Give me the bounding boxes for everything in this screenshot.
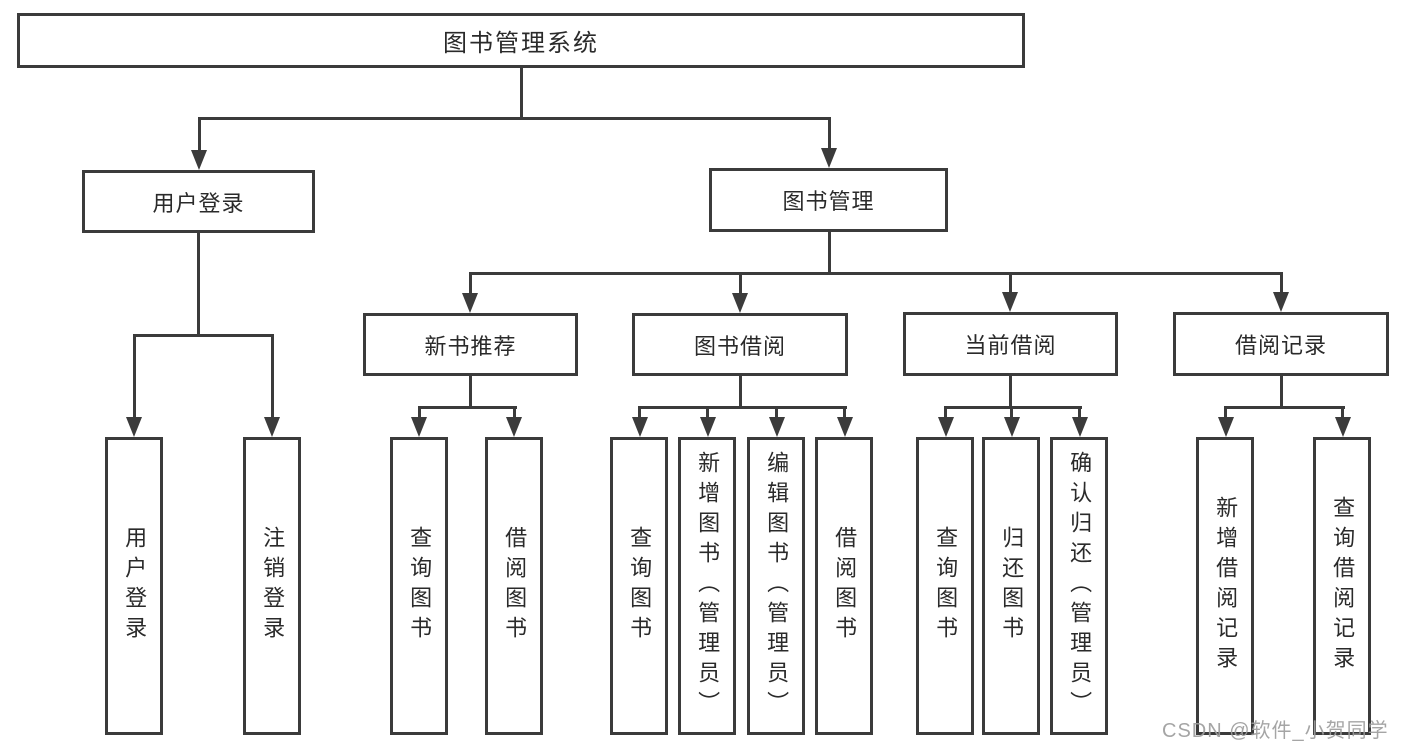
arrow-down-icon xyxy=(191,150,207,170)
line-segment xyxy=(828,117,831,150)
node-label: 图书管理 xyxy=(782,189,875,214)
leaf-user-login: 用户登录 xyxy=(105,437,163,735)
arrow-down-icon xyxy=(1002,292,1018,312)
node-label: 查询图书 xyxy=(627,526,653,646)
node-label: 新增图书（管理员） xyxy=(695,451,721,721)
line-segment xyxy=(469,272,1283,275)
node-user-login: 用户登录 xyxy=(82,170,315,233)
leaf-borrow-books-recommend: 借阅图书 xyxy=(485,437,543,735)
line-segment xyxy=(739,376,742,409)
line-segment xyxy=(706,406,709,419)
node-label: 注销登录 xyxy=(260,526,286,646)
line-segment xyxy=(198,117,831,120)
arrow-down-icon xyxy=(411,417,427,437)
node-label: 图书借阅 xyxy=(693,333,786,359)
line-segment xyxy=(1341,406,1344,419)
line-segment xyxy=(469,376,472,409)
line-segment xyxy=(271,334,274,419)
node-label: 新书推荐 xyxy=(424,333,517,359)
line-segment xyxy=(638,406,641,419)
line-segment xyxy=(1009,376,1012,409)
node-label: 确认归还（管理员） xyxy=(1067,451,1093,721)
node-book-management: 图书管理 xyxy=(709,168,948,232)
line-segment xyxy=(1224,406,1345,409)
node-label: 图书管理系统 xyxy=(443,30,599,57)
node-label: 新增借阅记录 xyxy=(1213,496,1239,676)
arrow-down-icon xyxy=(700,417,716,437)
leaf-query-books-current: 查询图书 xyxy=(916,437,974,735)
arrow-down-icon xyxy=(837,417,853,437)
line-segment xyxy=(197,233,200,337)
leaf-confirm-return-admin: 确认归还（管理员） xyxy=(1050,437,1108,735)
arrow-down-icon xyxy=(1335,417,1351,437)
node-label: 查询图书 xyxy=(407,526,433,646)
line-segment xyxy=(739,272,742,294)
node-book-borrowing: 图书借阅 xyxy=(632,313,848,376)
leaf-add-book-admin: 新增图书（管理员） xyxy=(678,437,736,735)
arrow-down-icon xyxy=(1273,292,1289,312)
node-label: 借阅图书 xyxy=(832,526,858,646)
line-segment xyxy=(1224,406,1227,419)
node-label: 用户登录 xyxy=(152,190,245,216)
line-segment xyxy=(418,406,421,419)
leaf-query-books-borrowing: 查询图书 xyxy=(610,437,668,735)
line-segment xyxy=(638,406,847,409)
leaf-query-borrow-record: 查询借阅记录 xyxy=(1313,437,1371,735)
line-segment xyxy=(843,406,846,419)
arrow-down-icon xyxy=(264,417,280,437)
leaf-edit-book-admin: 编辑图书（管理员） xyxy=(747,437,805,735)
node-label: 借阅记录 xyxy=(1234,333,1327,358)
line-segment xyxy=(513,406,516,419)
node-label: 编辑图书（管理员） xyxy=(764,451,790,721)
line-segment xyxy=(775,406,778,419)
line-segment xyxy=(469,272,472,294)
line-segment xyxy=(1078,406,1081,419)
line-segment xyxy=(828,232,831,275)
node-label: 查询借阅记录 xyxy=(1330,496,1356,676)
leaf-borrow-books: 借阅图书 xyxy=(815,437,873,735)
arrow-down-icon xyxy=(732,293,748,313)
line-segment xyxy=(520,68,523,120)
line-segment xyxy=(133,334,136,419)
line-segment xyxy=(1009,272,1012,294)
line-segment xyxy=(1280,272,1283,294)
arrow-down-icon xyxy=(821,148,837,168)
node-new-book-recommend: 新书推荐 xyxy=(363,313,578,376)
node-label: 查询图书 xyxy=(933,526,959,646)
node-label: 用户登录 xyxy=(122,526,148,646)
node-borrowing-records: 借阅记录 xyxy=(1173,312,1389,376)
leaf-logout: 注销登录 xyxy=(243,437,301,735)
line-segment xyxy=(944,406,947,419)
line-segment xyxy=(133,334,274,337)
line-segment xyxy=(418,406,517,409)
arrow-down-icon xyxy=(632,417,648,437)
leaf-add-borrow-record: 新增借阅记录 xyxy=(1196,437,1254,735)
node-current-borrowing: 当前借阅 xyxy=(903,312,1118,376)
node-label: 当前借阅 xyxy=(964,333,1057,358)
line-segment xyxy=(198,117,201,152)
line-segment xyxy=(1280,376,1283,409)
arrow-down-icon xyxy=(506,417,522,437)
arrow-down-icon xyxy=(938,417,954,437)
arrow-down-icon xyxy=(1218,417,1234,437)
leaf-query-books-recommend: 查询图书 xyxy=(390,437,448,735)
leaf-return-books: 归还图书 xyxy=(982,437,1040,735)
arrow-down-icon xyxy=(1072,417,1088,437)
arrow-down-icon xyxy=(1004,417,1020,437)
node-library-system: 图书管理系统 xyxy=(17,13,1025,68)
arrow-down-icon xyxy=(126,417,142,437)
node-label: 归还图书 xyxy=(999,526,1025,646)
arrow-down-icon xyxy=(462,293,478,313)
node-label: 借阅图书 xyxy=(502,526,528,646)
arrow-down-icon xyxy=(769,417,785,437)
watermark: CSDN @软件_小贺同学 xyxy=(1162,720,1389,742)
line-segment xyxy=(944,406,1082,409)
line-segment xyxy=(1010,406,1013,419)
